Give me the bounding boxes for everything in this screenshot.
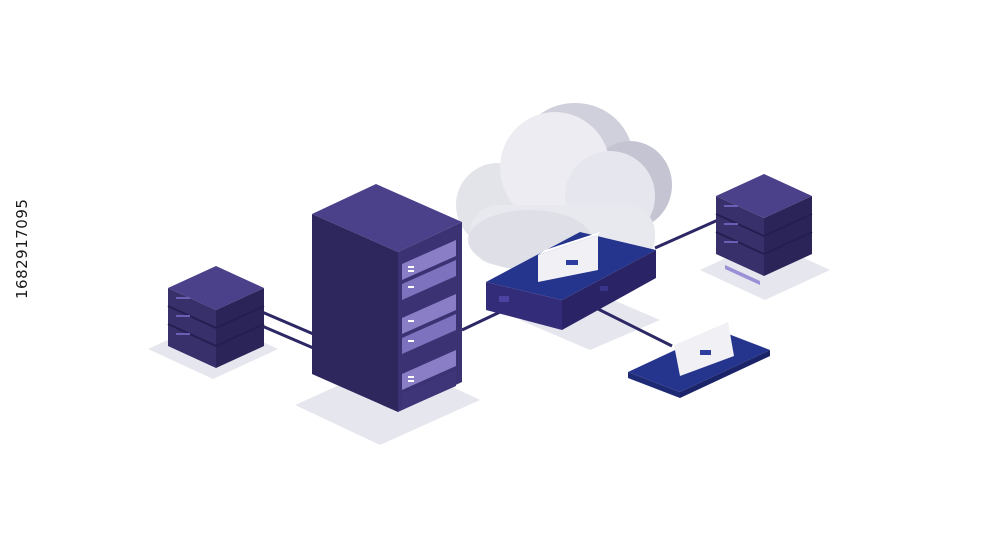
network-cables [261,218,719,352]
network-switch [628,320,770,398]
stock-id-label: 1682917095 [13,198,31,299]
server-stack-right [715,174,813,285]
server-rack [312,184,462,412]
rack-drive-panels [402,240,456,410]
network-router [486,232,656,330]
server-stack-left [167,266,265,368]
cloud-icon [456,103,672,270]
